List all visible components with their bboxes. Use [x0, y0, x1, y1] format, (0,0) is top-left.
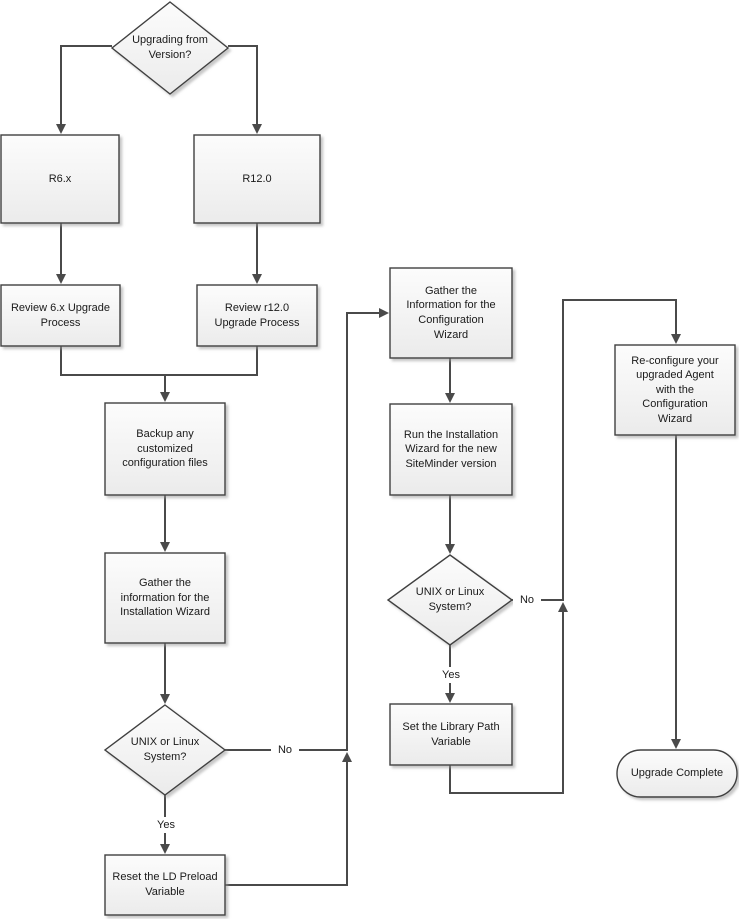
node-shape-review6x: [0, 284, 121, 347]
arrowhead-down: [56, 274, 66, 284]
arrowhead-down: [445, 393, 455, 403]
edge-reconfigure-to-complete: [671, 435, 681, 749]
arrowhead-down: [160, 542, 170, 552]
node-shape-backup: [104, 402, 226, 496]
edge-unix2-yes-to-set-library: [445, 645, 455, 703]
arrowhead-down: [160, 392, 170, 402]
node-shape-gather-install: [104, 552, 226, 644]
node-shape-gather-config: [389, 267, 513, 359]
edge-version-to-r120: [228, 45, 262, 134]
node-shape-upgrading-decision: [110, 1, 230, 95]
arrowhead-right: [379, 308, 389, 318]
node-shape-upgrade-complete-terminator: [616, 749, 738, 798]
edge-gather-config-to-run-install: [445, 358, 455, 403]
edge-r120-to-reviewr120: [252, 223, 262, 284]
arrowhead-down: [160, 694, 170, 704]
edge-set-library-to-junction: [449, 602, 568, 794]
node-shape-r120: [193, 134, 321, 224]
arrowhead-up: [558, 602, 568, 612]
node-shape-r6x: [0, 134, 120, 224]
edge-reviews-merge-to-backup: [60, 346, 258, 402]
node-shape-unix2-decision: [386, 554, 514, 646]
arrowhead-down: [671, 334, 681, 344]
node-shape-reconfigure: [614, 344, 736, 436]
arrowhead-down: [445, 693, 455, 703]
arrowhead-down: [160, 844, 170, 854]
arrowhead-down: [252, 274, 262, 284]
edge-gather-install-to-unix1: [160, 643, 170, 704]
arrowhead-down: [445, 544, 455, 554]
edge-version-to-r6x: [56, 45, 112, 134]
node-shape-run-install: [389, 403, 513, 496]
node-shape-set-library: [389, 703, 513, 766]
arrowhead-down: [671, 739, 681, 749]
arrowhead-down: [56, 124, 66, 134]
arrowhead-down: [252, 124, 262, 134]
connectors: [56, 45, 681, 886]
edge-unix1-yes-to-reset: [160, 795, 170, 854]
edge-run-install-to-unix2: [445, 495, 455, 554]
edge-backup-to-gather-install: [160, 495, 170, 552]
edge-reset-to-junction: [225, 752, 352, 886]
edge-r6x-to-review6x: [56, 223, 66, 284]
node-shape-reset-ld: [104, 854, 226, 916]
node-shape-unix1-decision: [103, 704, 227, 796]
edge-unix2-no-to-reconfigure: [512, 299, 681, 601]
node-shape-reviewr120: [196, 284, 318, 347]
arrowhead-up: [342, 752, 352, 762]
